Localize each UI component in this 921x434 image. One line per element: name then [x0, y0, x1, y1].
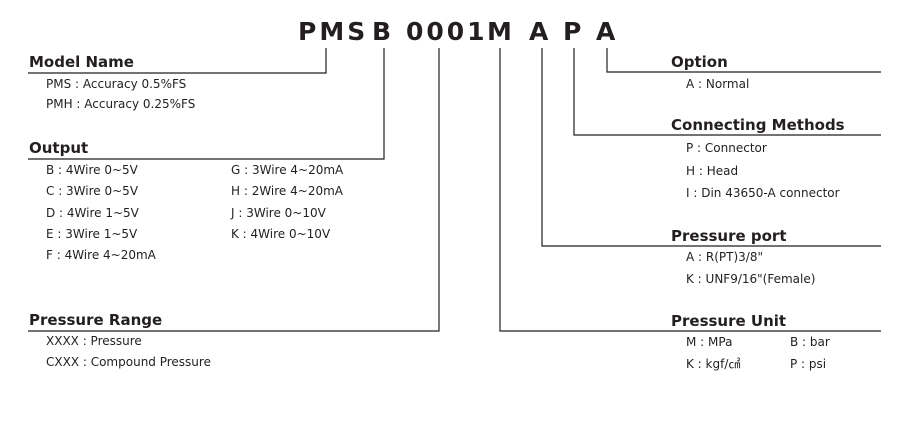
output-item: G : 3Wire 4~20mA	[231, 163, 344, 177]
connecting-methods-item: I : Din 43650-A connector	[686, 186, 840, 200]
model-name-item: PMS : Accuracy 0.5%FS	[46, 77, 187, 91]
connecting-methods-item: H : Head	[686, 164, 739, 178]
code-range: 0001	[406, 17, 488, 46]
pressure-port-item: K : UNF9/16"(Female)	[686, 272, 816, 286]
connecting-methods-connector	[573, 48, 881, 136]
pressure-port-item: A : R(PT)3/8"	[686, 250, 763, 264]
option-connector	[606, 48, 881, 73]
code-output: B	[372, 17, 395, 46]
code-option: A	[596, 17, 619, 46]
output-heading: Output	[29, 139, 89, 157]
output-item: B : 4Wire 0~5V	[46, 163, 138, 177]
output-item: H : 2Wire 4~20mA	[231, 184, 343, 198]
pressure-unit-item: M : MPa	[686, 335, 733, 349]
pressure-unit-item: B : bar	[790, 335, 830, 349]
pressure-unit-item: K : kgf/㎠	[686, 357, 741, 371]
pressure-port-heading: Pressure port	[671, 227, 787, 245]
connecting-methods-item: P : Connector	[686, 141, 767, 155]
output-item: C : 3Wire 0~5V	[46, 184, 139, 198]
option-item: A : Normal	[686, 77, 750, 91]
pressure-range-connector	[28, 48, 440, 332]
model-name-connector	[28, 48, 327, 74]
model-name-heading: Model Name	[29, 53, 134, 71]
model-name-item: PMH : Accuracy 0.25%FS	[46, 97, 196, 111]
connecting-methods-heading: Connecting Methods	[671, 116, 845, 134]
pressure-range-item: CXXX : Compound Pressure	[46, 355, 211, 369]
pressure-port-connector	[541, 48, 881, 247]
pressure-unit-item: P : psi	[790, 357, 827, 371]
option-heading: Option	[671, 53, 728, 71]
code-unit: M	[487, 17, 515, 46]
output-item: K : 4Wire 0~10V	[231, 227, 331, 241]
output-item: D : 4Wire 1~5V	[46, 206, 139, 220]
output-item: F : 4Wire 4~20mA	[46, 248, 156, 262]
output-item: J : 3Wire 0~10V	[231, 206, 326, 220]
code-connect: P	[563, 17, 585, 46]
output-connector	[28, 48, 385, 160]
output-item: E : 3Wire 1~5V	[46, 227, 138, 241]
pressure-unit-heading: Pressure Unit	[671, 312, 787, 330]
code-prefix: PMS	[298, 17, 369, 46]
pressure-unit-connector	[499, 48, 881, 332]
pressure-range-item: XXXX : Pressure	[46, 334, 142, 348]
code-port: A	[529, 17, 552, 46]
pressure-range-heading: Pressure Range	[29, 311, 163, 329]
